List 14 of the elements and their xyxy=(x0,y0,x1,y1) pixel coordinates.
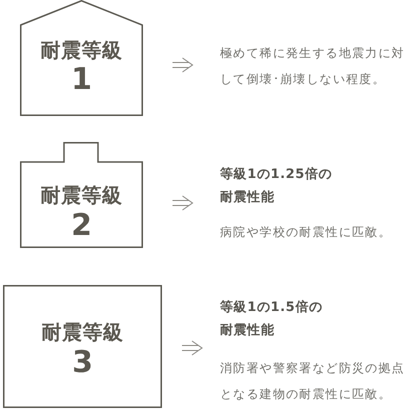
grade-label: 耐震等級 xyxy=(40,40,123,60)
description-text: 消防署や警察署など防災の拠点となる建物の耐震性に匹敵。 xyxy=(220,360,406,403)
description-text: 病院や学校の耐震性に匹敵。 xyxy=(220,224,393,241)
heading-text: 等級1の1.5倍の耐震性能 xyxy=(220,298,324,340)
double-arrow xyxy=(172,196,194,210)
grade-number: 2 xyxy=(71,211,92,241)
double-arrow xyxy=(172,58,194,72)
heading-text: 等級1の1.25倍の耐震性能 xyxy=(220,166,334,207)
grade-label: 耐震等級 xyxy=(41,322,124,342)
grade-label: 耐震等級 xyxy=(40,185,123,205)
double-arrow xyxy=(182,340,203,356)
grade-number: 1 xyxy=(71,65,92,95)
grade-number: 3 xyxy=(72,348,93,378)
description-text: 極めて稀に発生する地震力に対して倒壊･崩壊しない程度。 xyxy=(220,45,406,88)
